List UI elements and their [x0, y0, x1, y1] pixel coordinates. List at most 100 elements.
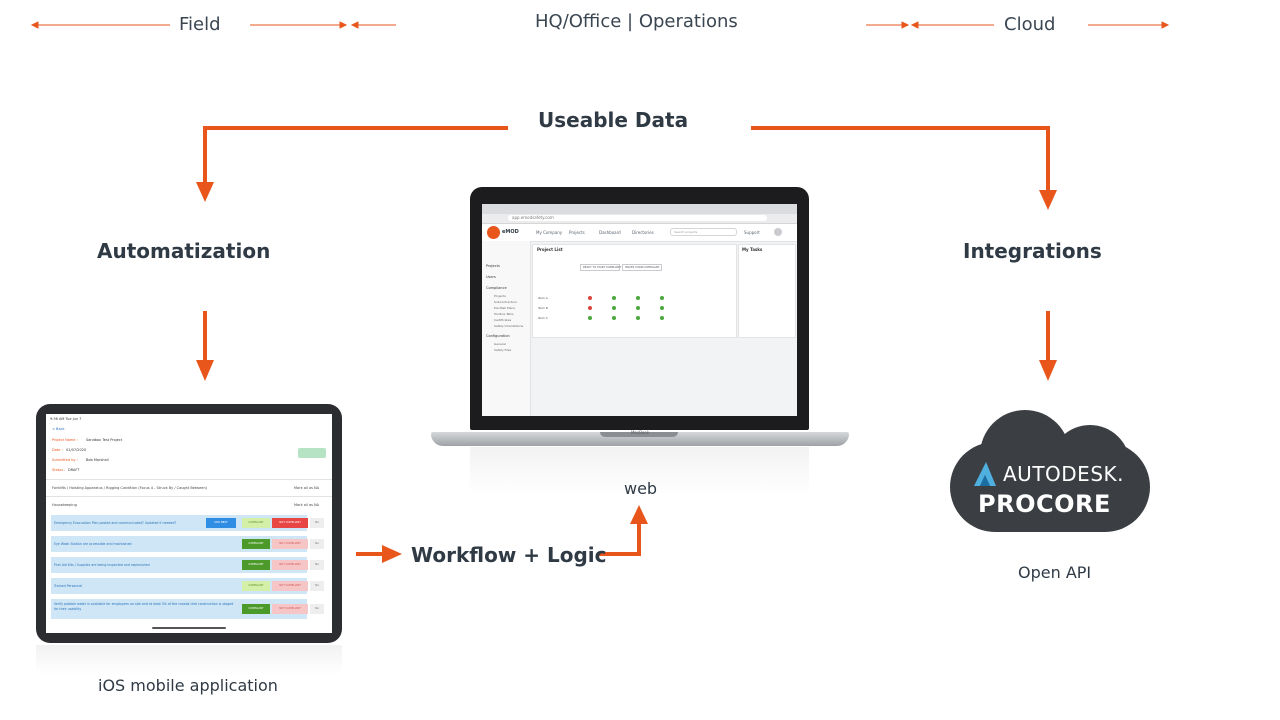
procore-wordmark: PROCORE [978, 490, 1111, 518]
arrow-heads [196, 182, 1057, 563]
sidebar-item-users[interactable]: Users [486, 275, 496, 279]
checklist-row-text: First Aid Kits / Supplies are being insp… [54, 563, 150, 567]
status-chip: ISSUES 0 NON COMPLIANT [622, 264, 662, 271]
sidebar-sub-item[interactable]: General [494, 342, 506, 346]
laptop-notch [600, 432, 678, 437]
not-compliant-button[interactable]: NOT COMPLIANT [272, 539, 308, 549]
mark-all-na[interactable]: Mark all as NA [294, 486, 320, 490]
not-compliant-button[interactable]: NOT COMPLIANT [272, 581, 308, 591]
field-label: Date : [52, 448, 63, 452]
browser-titlebar [482, 204, 797, 214]
sidebar-sub-item[interactable]: Safety Orientations [494, 324, 524, 328]
sidebar-item-compliance[interactable]: Compliance [486, 286, 507, 290]
web-nav-projects[interactable]: Projects [569, 230, 585, 235]
web-app-screen: app.emodsafety.com eMOD My Company Proje… [482, 204, 797, 416]
table-row-label: Item A [538, 296, 548, 300]
project-list-panel [532, 244, 737, 338]
compliant-button[interactable]: COMPLIANT [242, 604, 270, 614]
tablet-home-indicator [152, 627, 226, 629]
add-next-button[interactable]: ADD NEXT [206, 518, 236, 528]
arrowhead-cloud [1039, 360, 1057, 381]
useable-data-label: Useable Data [538, 108, 689, 132]
my-tasks-panel [738, 244, 796, 338]
compliant-button[interactable]: COMPLIANT [242, 560, 270, 570]
laptop-base [431, 432, 849, 446]
header-rule-lines [30, 21, 1170, 29]
cloud-puff [1050, 425, 1130, 505]
web-search-input[interactable]: Search projects [670, 228, 737, 236]
field-label: Project Name : [52, 438, 78, 442]
automatization-label: Automatization [97, 239, 271, 263]
field-label: Status : [52, 468, 66, 472]
header-field: Field [179, 14, 221, 35]
status-dot [660, 316, 664, 320]
compliant-button[interactable]: COMPLIANT [242, 518, 270, 528]
arrowhead-web [630, 505, 648, 524]
tablet-reflection [36, 645, 342, 675]
project-list-title: Project List [537, 247, 563, 252]
sidebar-sub-item[interactable]: Toolbox Talks [494, 312, 514, 316]
na-button[interactable]: NA [310, 604, 324, 614]
field-value: Bob Marshall [86, 458, 109, 462]
not-compliant-button[interactable]: NOT COMPLIANT [272, 560, 308, 570]
integrations-label: Integrations [963, 239, 1102, 263]
browser-url-field[interactable]: app.emodsafety.com [508, 215, 767, 221]
status-dot [636, 296, 640, 300]
status-dot [636, 316, 640, 320]
na-button[interactable]: NA [310, 539, 324, 549]
mark-all-na[interactable]: Mark all as NA [294, 503, 320, 507]
not-compliant-button[interactable]: NOT COMPLIANT [272, 604, 308, 614]
sidebar-sub-item[interactable]: Subcontractors [494, 300, 517, 304]
status-dot [588, 316, 592, 320]
open-api-caption: Open API [1018, 563, 1092, 582]
emod-logo-icon[interactable] [487, 226, 500, 239]
checklist-row-text: Verify potable water is available for em… [54, 602, 234, 611]
status-dot [660, 296, 664, 300]
my-tasks-title: My Tasks [742, 247, 763, 252]
autodesk-wordmark: AUTODESK. [1003, 462, 1124, 486]
web-nav-dashboard[interactable]: Dashboard [599, 230, 621, 235]
web-nav-directories[interactable]: Directories [632, 230, 654, 235]
arrowhead-workflow [382, 545, 402, 563]
status-dot [660, 306, 664, 310]
status-dot [588, 306, 592, 310]
section-title: Housekeeping [52, 503, 77, 507]
na-button[interactable]: NA [310, 518, 324, 528]
web-nav-support[interactable]: Support [744, 230, 760, 235]
compliant-button[interactable]: COMPLIANT [242, 539, 270, 549]
status-dot [636, 306, 640, 310]
table-row-label: Item C [538, 316, 548, 320]
arrowhead-automatization [196, 182, 214, 202]
sidebar-item-configuration[interactable]: Configuration [486, 334, 510, 338]
laptop-reflection [470, 447, 809, 495]
back-button[interactable]: < Back [52, 427, 65, 431]
workflow-logic-label: Workflow + Logic [411, 543, 607, 567]
compliant-button[interactable]: COMPLIANT [242, 581, 270, 591]
status-dot [588, 296, 592, 300]
sidebar-sub-item[interactable]: Projects [494, 294, 506, 298]
header-hq-office: HQ/Office | Operations [535, 11, 738, 32]
sidebar-item-projects[interactable]: Projects [486, 264, 500, 268]
na-button[interactable]: NA [310, 581, 324, 591]
ios-app-screen: 9:36 AM Tue Jun 7 < Back Project Name : … [46, 414, 332, 633]
ios-status-bar: 9:36 AM Tue Jun 7 [50, 417, 82, 421]
status-chip: READY TO START COMPLIANT [580, 264, 621, 271]
arrowhead-tablet [196, 360, 214, 381]
web-brand: eMOD [502, 229, 519, 235]
web-nav-my-company[interactable]: My Company [536, 230, 563, 235]
sidebar-sub-item[interactable]: Safety Files [494, 348, 512, 352]
checklist-row-text: Eye Wash Station are accessible and main… [54, 542, 132, 546]
web-caption: web [624, 479, 658, 498]
user-avatar[interactable] [774, 228, 782, 236]
submit-button[interactable] [298, 448, 326, 458]
na-button[interactable]: NA [310, 560, 324, 570]
status-dot [612, 296, 616, 300]
sidebar-sub-item[interactable]: Certificates [494, 318, 512, 322]
not-compliant-button[interactable]: NOT COMPLIANT [272, 518, 308, 528]
status-dot [612, 316, 616, 320]
section-title: Forklifts / Hoisting Apparatus / Rigging… [52, 486, 208, 490]
sidebar-sub-item[interactable]: Pre-Task Plans [494, 306, 515, 310]
field-label: Submitted by : [52, 458, 78, 462]
main-arrows [203, 126, 1050, 556]
